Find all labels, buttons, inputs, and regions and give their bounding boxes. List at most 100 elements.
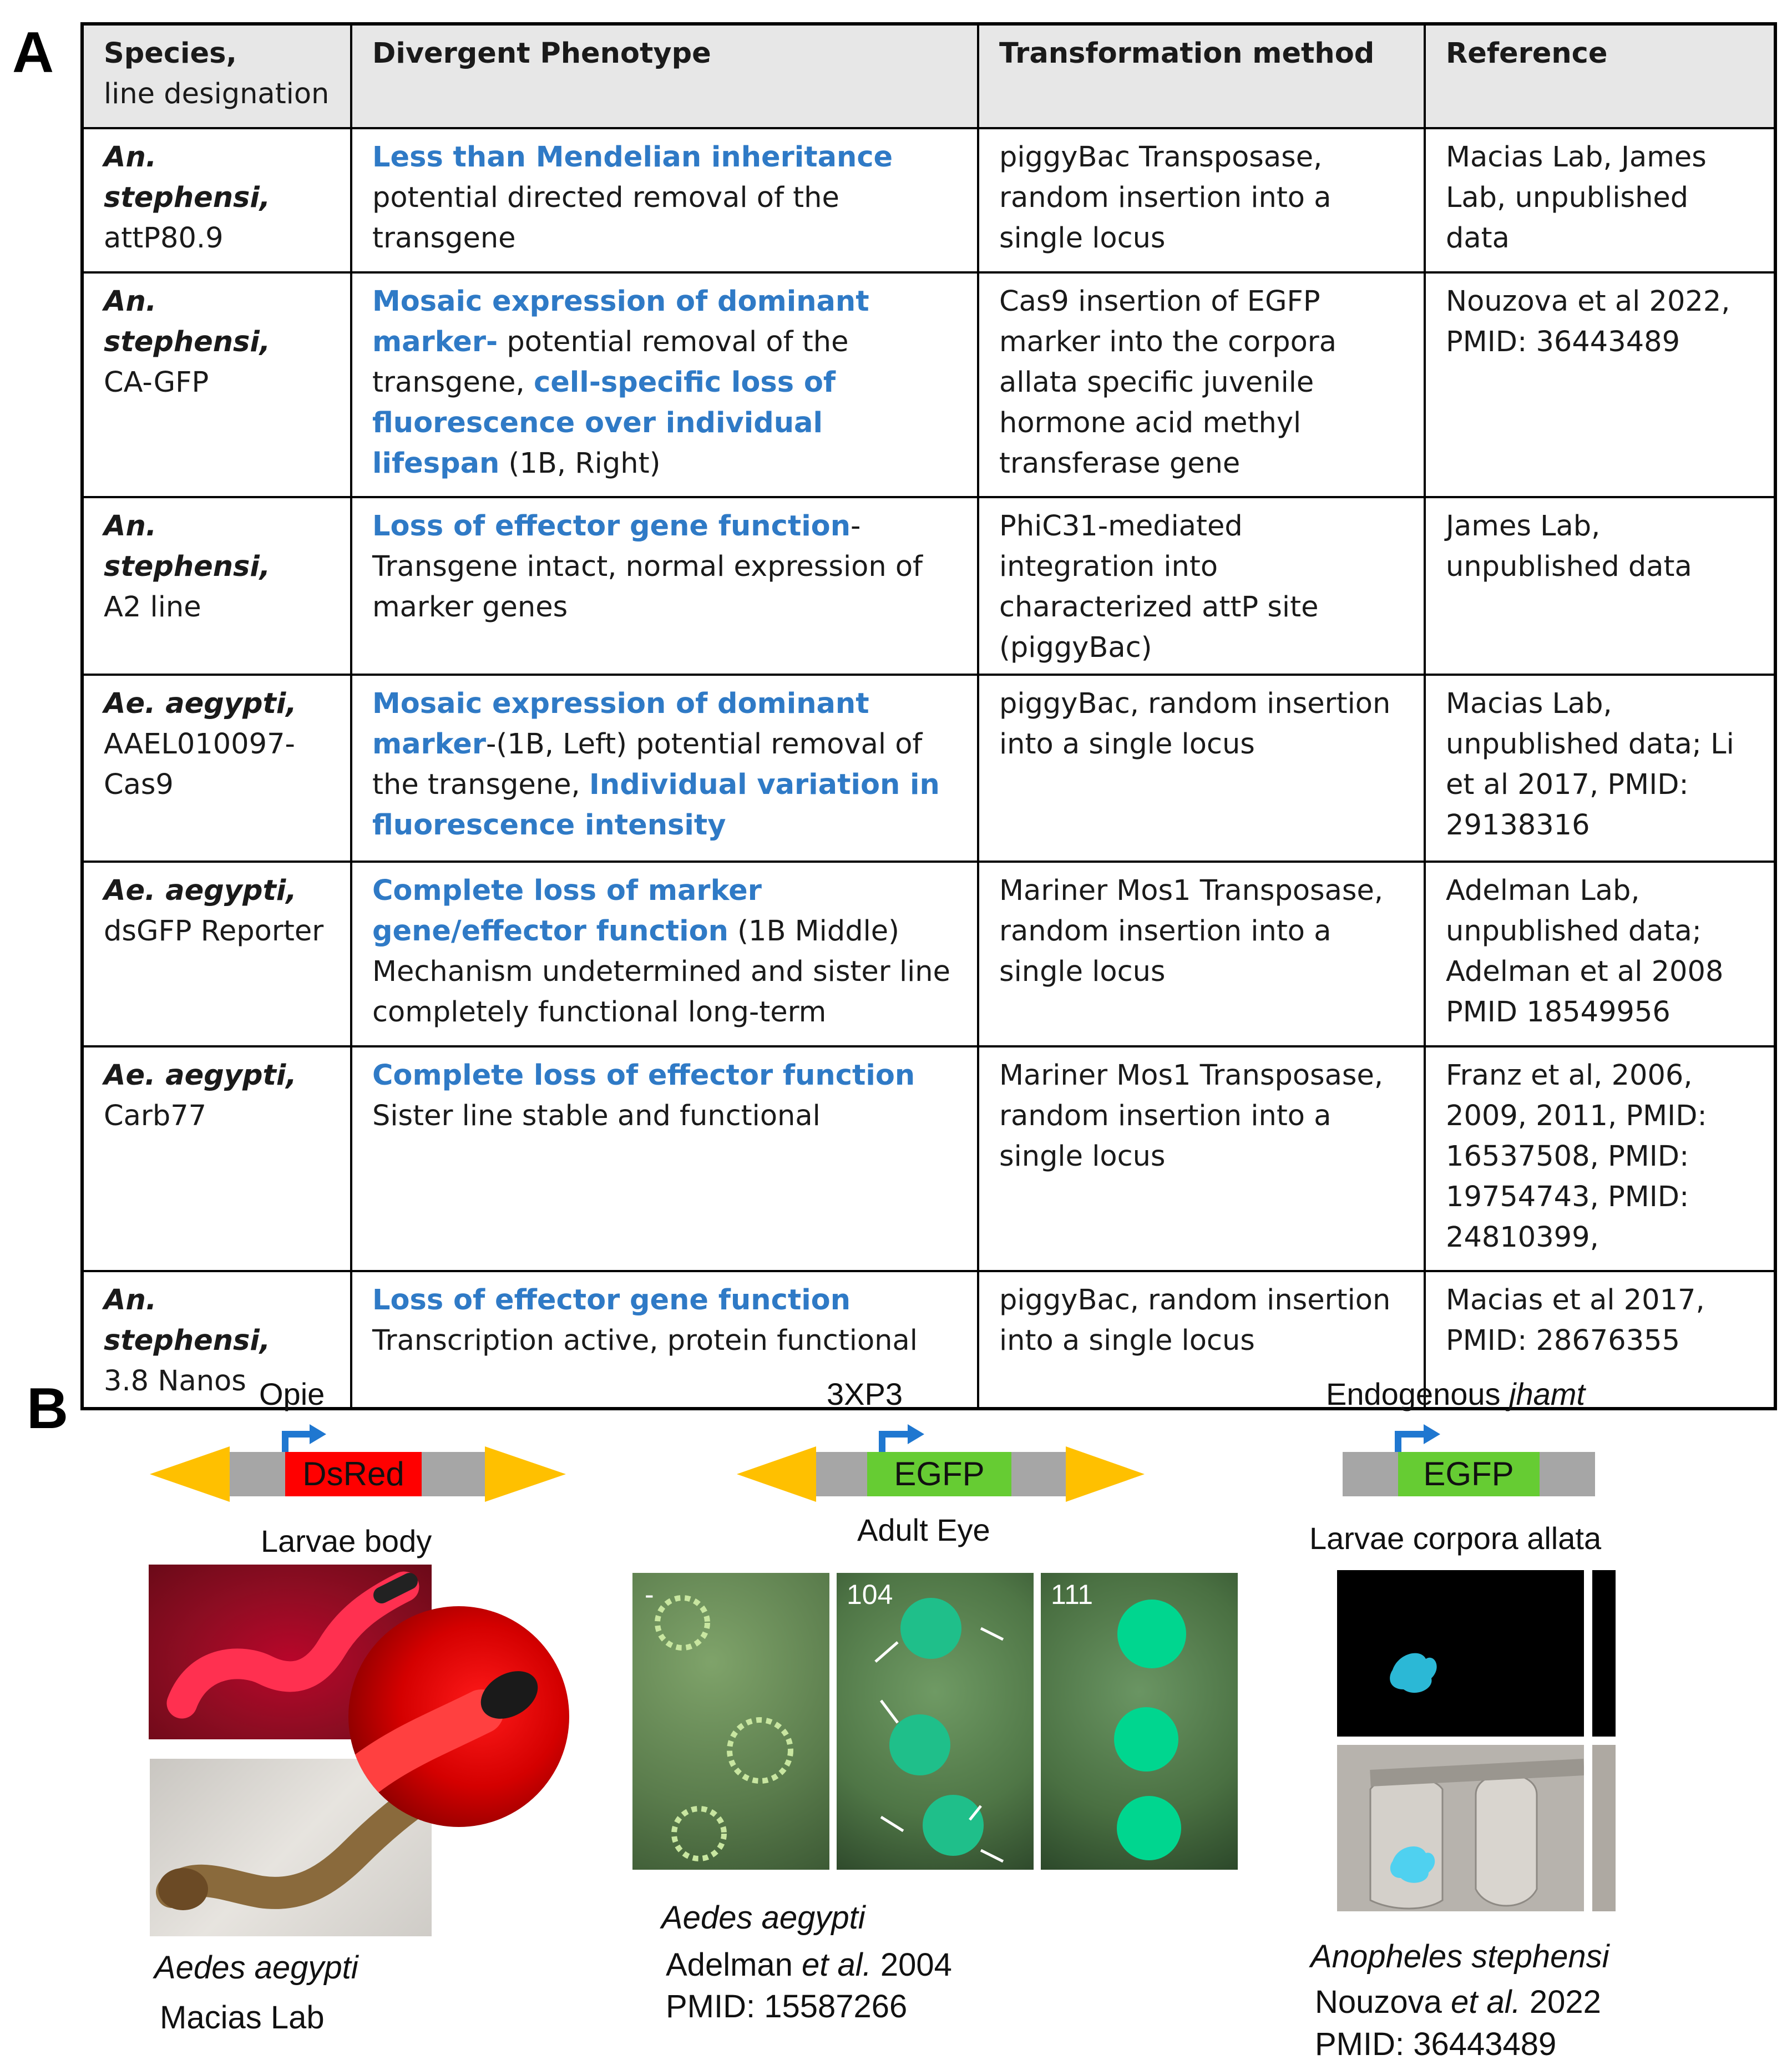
eye-image-label: 111 <box>1051 1579 1094 1610</box>
left-itr-arrow <box>150 1446 230 1502</box>
phenotype-highlight: Mosaic expression of dominant marker <box>372 687 869 761</box>
line-name: CA-GFP <box>104 366 209 399</box>
cell-reference: Macias et al 2017, PMID: 28676355 <box>1424 1270 1776 1410</box>
table-row: An. stephensi, A2 line Loss of effector g… <box>81 496 1776 676</box>
right-itr-arrow <box>1066 1446 1145 1502</box>
table-row: Ae. aegypti, dsGFP Reporter Complete loss… <box>81 861 1776 1047</box>
egfp-gene-box <box>867 1452 1011 1496</box>
phenotype-text: potential removal of the transgene, <box>372 326 849 399</box>
table-row: An. stephensi,3.8 Nanos Loss of effector… <box>81 1270 1776 1410</box>
adult-eye-label: Adult Eye <box>857 1512 990 1547</box>
egfp-gene-label: EGFP <box>894 1455 984 1492</box>
promoter-arrowhead-icon <box>1424 1424 1440 1444</box>
middle-etal: et al. <box>802 1947 872 1983</box>
larvae-body-label: Larvae body <box>261 1524 432 1558</box>
line-name: attP80.9 <box>104 222 224 255</box>
phenotype-highlight: Loss of effector gene function <box>372 510 851 543</box>
cell-reference: Macias Lab, James Lab, unpublished data <box>1424 127 1776 274</box>
middle-year: 2004 <box>871 1947 952 1983</box>
cell-method: PhiC31-mediated integration into charact… <box>977 496 1426 676</box>
larva-zoom-inset <box>348 1606 569 1827</box>
cell-reference: Nouzova et al 2022, PMID: 36443489 <box>1424 271 1776 498</box>
middle-pmid-caption: PMID: 15587266 <box>666 1988 908 2025</box>
egfp-construct-diagram: EGFP <box>737 1424 1145 1502</box>
middle-reference-caption: Adelman et al. 2004 <box>666 1945 952 1986</box>
jhamt-egfp-construct-diagram: EGFP <box>1343 1424 1595 1496</box>
left-itr-arrow <box>737 1446 816 1502</box>
species-name: Ae. aegypti, <box>104 874 297 907</box>
phenotype-highlight-2: cell-specific loss of fluorescence over … <box>372 366 836 480</box>
corpora-allata-brightfield-photo <box>1337 1745 1584 1911</box>
table-row: Ae. aegypti,Carb77 Complete loss of effe… <box>81 1045 1776 1272</box>
cell-species: Ae. aegypti, dsGFP Reporter <box>81 861 352 1047</box>
cell-species: Ae. aegypti,Carb77 <box>81 1045 352 1272</box>
header-species-sub: line designation <box>104 78 330 110</box>
larva-red-shape <box>166 1571 419 1719</box>
ca-brightfield-tissue <box>1369 1759 1584 1910</box>
ca-fluorescent-spot <box>1390 1653 1437 1693</box>
eye-photo-control: - <box>632 1573 829 1870</box>
transgenic-lines-table: Species,line designation Divergent Pheno… <box>80 22 1777 1410</box>
dsred-gene-label: DsRed <box>302 1455 404 1492</box>
table-row: Ae. aegypti, AAEL010097-Cas9 Mosaic expre… <box>81 674 1776 863</box>
cell-method: Mariner Mos1 Transposase, random inserti… <box>977 861 1426 1047</box>
cell-reference: James Lab, unpublished data <box>1424 496 1776 676</box>
panel-b-label: B <box>27 1376 69 1441</box>
right-authors: Nouzova <box>1315 1984 1451 2020</box>
middle-authors: Adelman <box>666 1947 802 1983</box>
eye-control-ommatidia <box>655 1595 793 1861</box>
dsred-construct-diagram: DsRed <box>150 1424 566 1502</box>
phenotype-text-2: (1B, Right) <box>499 447 661 480</box>
table-header-row: Species,line designation Divergent Pheno… <box>81 23 1776 129</box>
line-name: dsGFP Reporter <box>104 915 324 948</box>
line-name: A2 line <box>104 591 201 624</box>
phenotype-text: -(1B, Left) potential removal of the tra… <box>372 728 923 801</box>
cell-method: Mariner Mos1 Transposase, random inserti… <box>977 1045 1426 1272</box>
left-species-caption: Aedes aegypti <box>154 1950 358 1986</box>
right-year: 2022 <box>1520 1984 1601 2020</box>
panel-a-label: A <box>12 21 54 85</box>
phenotype-text: potential directed removal of the transg… <box>372 181 839 255</box>
cell-method: piggyBac, random insertion into a single… <box>977 1270 1426 1410</box>
promoter-arrow-icon <box>282 1431 311 1452</box>
corpora-allata-fluorescence-photo <box>1337 1570 1584 1737</box>
table-row: An. stephensi,CA-GFP Mosaic expression o… <box>81 271 1776 498</box>
cell-phenotype: Mosaic expression of dominant marker- po… <box>350 271 979 498</box>
cell-method: piggyBac Transposase, random insertion i… <box>977 127 1426 274</box>
cell-species: An. stephensi, A2 line <box>81 496 352 676</box>
left-source-caption: Macias Lab <box>160 2000 325 2036</box>
corpora-allata-fluorescence-strip <box>1592 1570 1616 1737</box>
eye-104-ommatidia <box>874 1598 1004 1863</box>
egfp-gene-box <box>1398 1452 1540 1496</box>
cell-species: Ae. aegypti, AAEL010097-Cas9 <box>81 674 352 863</box>
jhamt-gene-name: jhamt <box>1509 1376 1586 1411</box>
cell-reference: Macias Lab, unpublished data; Li et al 2… <box>1424 674 1776 863</box>
phenotype-highlight: Complete loss of marker gene/effector fu… <box>372 874 762 948</box>
endogenous-label: Endogenous <box>1326 1376 1510 1411</box>
corpora-allata-label: Larvae corpora allata <box>1309 1521 1602 1556</box>
header-species: Species, line designation <box>81 23 352 129</box>
cell-species: An. stephensi, attP80.9 <box>81 127 352 274</box>
phenotype-highlight: Loss of effector gene function <box>372 1284 851 1317</box>
promoter-arrow-icon <box>879 1431 909 1452</box>
cell-reference: Adelman Lab, unpublished data; Adelman e… <box>1424 861 1776 1047</box>
right-etal: et al. <box>1451 1984 1521 2020</box>
promoter-arrow-icon <box>1395 1431 1425 1452</box>
promoter-arrowhead-icon <box>908 1424 924 1444</box>
species-name: An. stephensi, <box>104 510 271 583</box>
cell-species: An. stephensi,3.8 Nanos <box>81 1270 352 1410</box>
line-name: AAEL010097-Cas9 <box>104 728 295 801</box>
line-name: Carb77 <box>104 1100 207 1132</box>
middle-species-caption: Aedes aegypti <box>661 1900 865 1936</box>
header-species-label: Species, <box>104 37 237 70</box>
corpora-allata-brightfield-strip <box>1592 1745 1616 1911</box>
right-pmid-caption: PMID: 36443489 <box>1315 2026 1557 2062</box>
eye-image-label: - <box>645 1579 654 1610</box>
cell-species: An. stephensi,CA-GFP <box>81 271 352 498</box>
species-name: Ae. aegypti, <box>104 687 297 720</box>
phenotype-text: Sister line stable and functional <box>372 1100 821 1132</box>
species-name: An. stephensi, <box>104 141 271 214</box>
